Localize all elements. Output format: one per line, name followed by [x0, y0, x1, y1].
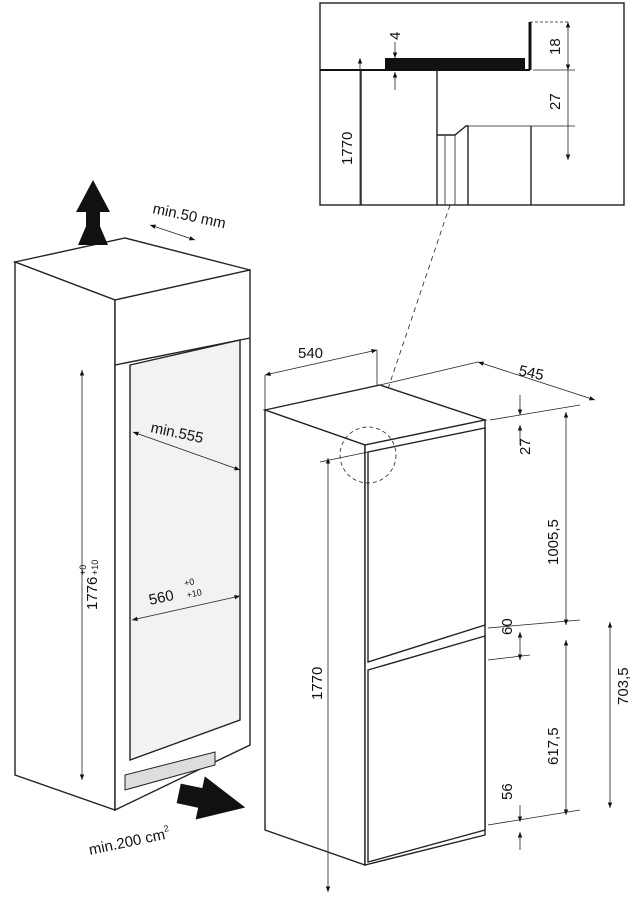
appliance-lower-door-label: 617,5	[545, 727, 562, 765]
cabinet-width-label: 560	[147, 587, 175, 609]
appliance-door-gap-label: 60	[499, 618, 516, 635]
appliance-height-label: 1770	[309, 667, 326, 700]
appliance-lower-total-label: 703,5	[615, 667, 632, 705]
appliance-upper-door-label: 1005,5	[545, 519, 562, 565]
cabinet-height-label: 1776	[84, 577, 101, 610]
cabinet-vent-top-label: min.50 mm	[151, 200, 227, 232]
cabinet-height-tol-top: +0	[78, 565, 88, 575]
inset-dim-4: 4	[387, 32, 404, 40]
cabinet-width-tol-top: +0	[183, 576, 195, 588]
appliance-bottom-gap-label: 56	[499, 783, 516, 800]
detail-callout-circle	[339, 426, 397, 484]
cabinet-niche: min.50 mm 1776 +0 +10 min.555 560 +0 +10…	[12, 180, 251, 859]
cabinet-vent-bottom-label: min.200 cm2	[87, 823, 172, 859]
appliance-depth-label: 545	[517, 362, 545, 384]
appliance-top-gap-label: 27	[517, 438, 534, 455]
appliance-width-label: 540	[298, 345, 323, 362]
inset-dim-1770: 1770	[339, 132, 356, 165]
detail-inset: 4 18 27 1770	[319, 2, 625, 449]
fridge-appliance: 540 545 27 1005,5 60 617,5 703,5 56 1770	[262, 345, 632, 892]
cabinet-width-tol-bottom: +10	[186, 587, 203, 600]
inset-dim-18: 18	[547, 38, 564, 55]
cabinet-height-tol-bottom: +10	[90, 560, 100, 575]
inset-dim-27: 27	[547, 93, 564, 110]
